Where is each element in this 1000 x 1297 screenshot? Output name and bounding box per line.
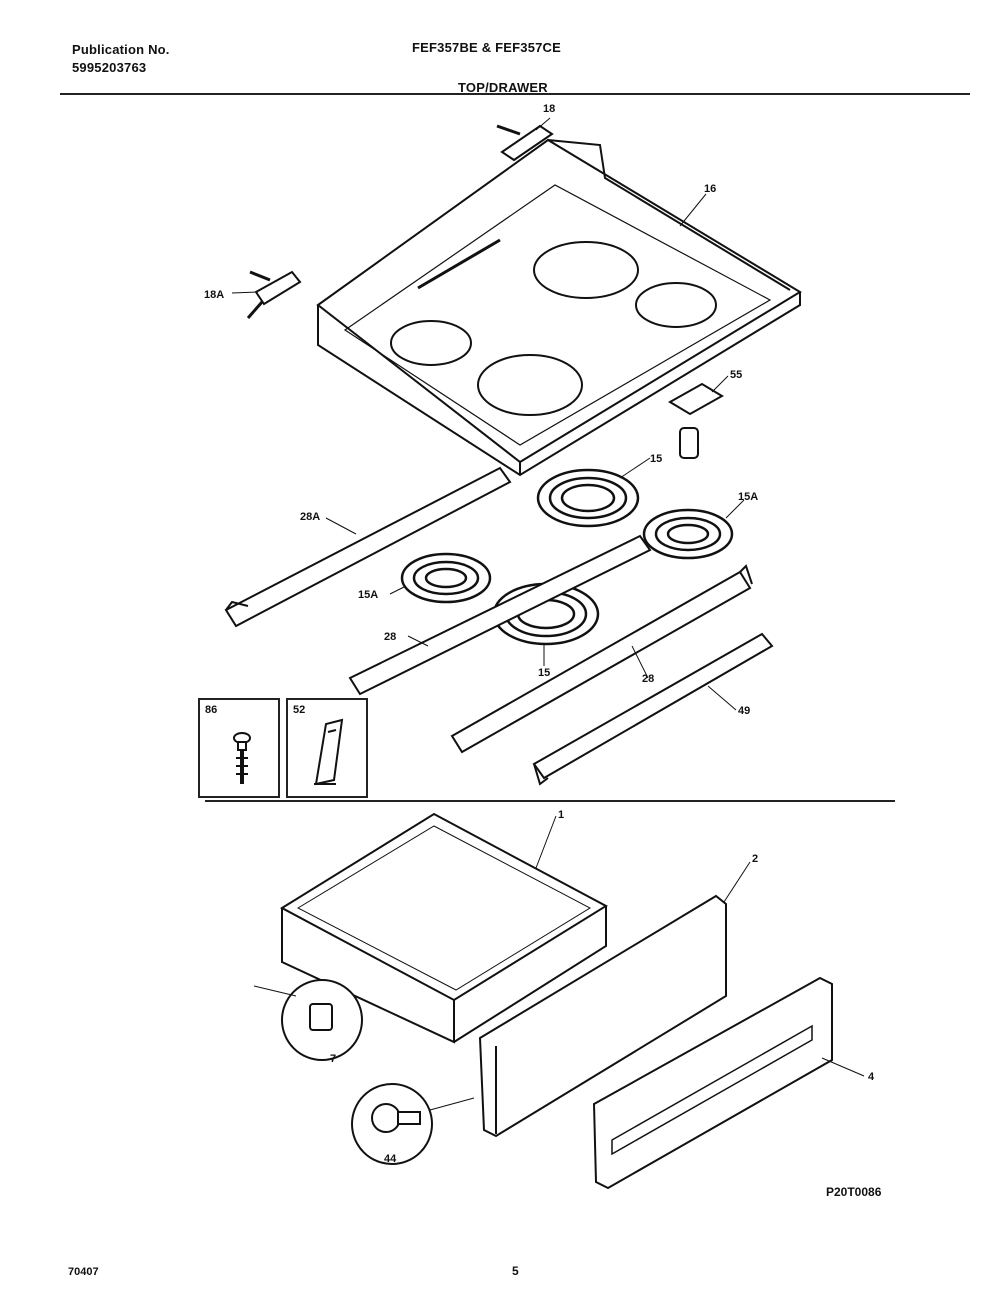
callout-18-top: 18: [543, 103, 555, 115]
surface-element-left: [400, 552, 492, 604]
callout-55: 55: [730, 369, 742, 381]
callout-2: 2: [752, 853, 758, 865]
callout-4: 4: [868, 1071, 875, 1083]
burner-ring-rear-right: [635, 282, 717, 328]
date-code: 70407: [68, 1266, 99, 1278]
side-hinge-bracket: [246, 270, 302, 319]
section-divider: [205, 800, 895, 802]
model-title: FEF357BE & FEF357CE: [412, 40, 562, 55]
leader-lines: [231, 117, 865, 1111]
burner-ring-front-right: [477, 354, 583, 416]
callout-28-right: 28: [642, 673, 654, 685]
inset-label-52: 52: [293, 704, 306, 716]
callout-7: 7: [330, 1053, 336, 1065]
section-title: TOP/DRAWER: [458, 80, 548, 95]
diagram-code: P20T0086: [826, 1185, 882, 1199]
callout-16: 16: [704, 183, 716, 195]
callout-1: 1: [558, 809, 564, 821]
page-number: 5: [512, 1264, 519, 1278]
inset-label-86: 86: [205, 704, 218, 716]
callout-15-rear: 15: [650, 453, 662, 465]
top-hinge-bracket: [496, 124, 554, 162]
drawer-slide-detail: [281, 979, 363, 1061]
callout-44: 44: [384, 1153, 397, 1165]
burner-ring-rear-left: [533, 241, 639, 299]
screw-icon: [233, 732, 251, 784]
front-trim-strip: [532, 632, 774, 786]
drawer-panel: [478, 894, 727, 1138]
clip-icon: [314, 718, 344, 786]
support-rail-rear: [224, 466, 512, 628]
callout-28a: 28A: [300, 511, 320, 523]
drawer-box: [279, 812, 609, 1044]
callout-15a-left: 15A: [358, 589, 378, 601]
drawer-front: [592, 976, 833, 1190]
inset-part-52: 52: [286, 698, 368, 798]
surface-element-rear: [536, 468, 640, 528]
callout-15a-right: 15A: [738, 491, 758, 503]
inset-part-86: 86: [198, 698, 280, 798]
limit-switch: [668, 382, 724, 459]
callout-15-front: 15: [538, 667, 550, 679]
callout-18a: 18A: [204, 289, 224, 301]
drawer-roller-detail: [351, 1083, 433, 1165]
support-rail-center: [348, 534, 652, 696]
callout-28: 28: [384, 631, 396, 643]
publication-number: 5995203763: [72, 60, 147, 75]
header-divider: [60, 93, 970, 95]
publication-label: Publication No.: [72, 42, 170, 57]
callout-49: 49: [738, 705, 750, 717]
surface-element-right: [642, 508, 734, 560]
burner-ring-front-left: [390, 320, 472, 366]
support-rail-front: [450, 564, 753, 754]
cooktop: [316, 138, 802, 477]
